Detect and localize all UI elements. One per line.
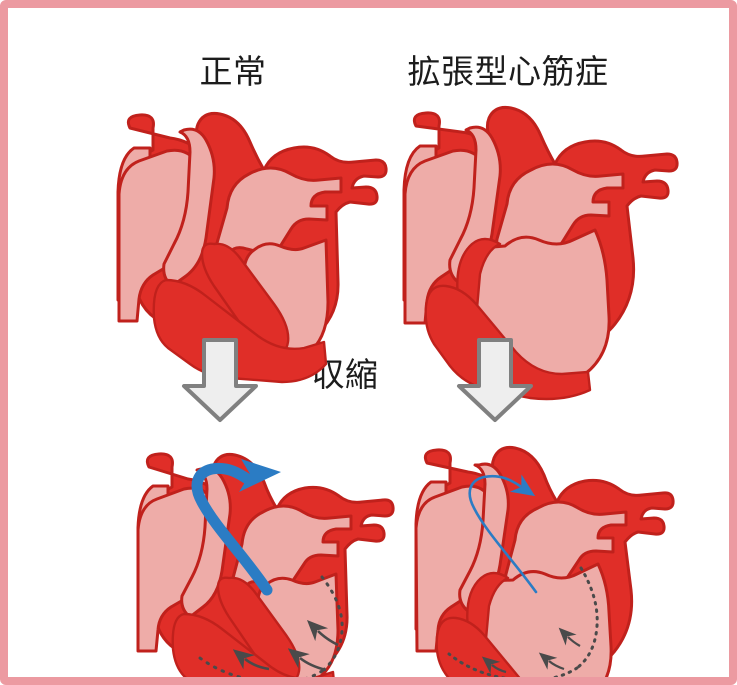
panel-title-normal: 正常 <box>199 52 267 91</box>
apex-myocardium <box>171 612 335 677</box>
panel-dilated-systole <box>414 446 675 677</box>
panel-dilated-diastole <box>402 106 679 401</box>
process-arrow-left <box>182 338 258 422</box>
motion-arrow <box>287 648 327 672</box>
apex-myocardium <box>152 278 328 384</box>
down-arrow-icon <box>457 338 533 422</box>
septum <box>216 576 301 677</box>
motion-arrow <box>558 627 581 647</box>
motion-arrow <box>232 649 270 671</box>
motion-arrow <box>538 652 565 671</box>
motion-arrow <box>306 619 339 647</box>
motion-arrow <box>481 656 507 674</box>
diastolic-outline-dotted <box>447 652 579 677</box>
panel-normal-systole <box>136 452 395 677</box>
diastolic-outline-dotted <box>320 575 344 673</box>
blood-flow-arrow-strong <box>191 462 273 596</box>
diastolic-outline-dotted <box>575 566 599 670</box>
heart-diagram-canvas <box>116 106 679 677</box>
blood-flow-arrow-weak <box>468 474 538 594</box>
down-arrow-icon <box>182 338 258 422</box>
blood-flow-arrowhead-strong <box>239 459 281 492</box>
panel-normal-diastole <box>116 112 388 384</box>
panel-title-dilated-cardiomyopathy: 拡張型心筋症 <box>407 52 609 91</box>
process-arrow-right <box>457 338 533 422</box>
